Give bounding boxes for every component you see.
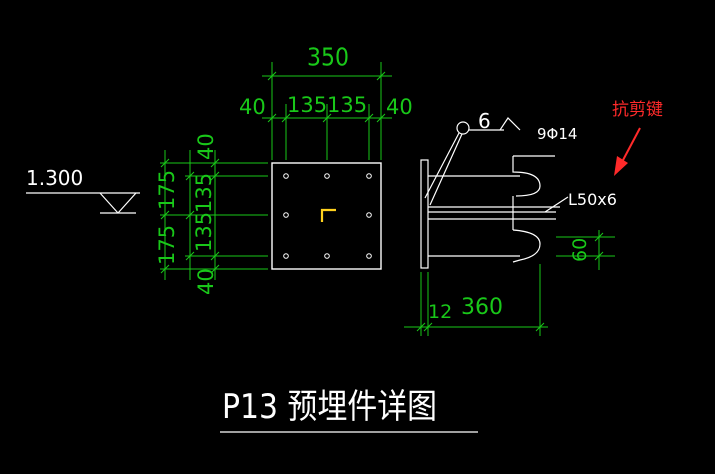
shear-key-plan-mark [320,208,336,222]
elevation-value: 1.300 [26,166,83,190]
dim-175-top: 175 [155,170,179,210]
anchor-hole [283,212,289,218]
plate-section [420,159,429,269]
drawing-title: P13 预埋件详图 [222,387,437,427]
elevation-marker: 1.300 [26,166,140,214]
dim-40-left: 40 [239,95,266,119]
arrow-icon [614,156,628,176]
dim-40-right: 40 [386,95,413,119]
anchor-hole [324,173,330,179]
shear-key-label: 抗剪键 [612,100,663,120]
dim-350: 350 [307,42,349,72]
anchor-hole [366,212,372,218]
plan-top-dimensions [262,62,392,160]
section-view: 6 9Φ14 L50x6 60 12 360 [404,109,617,336]
angle-label: L50x6 [568,190,617,209]
weld-size: 6 [478,109,491,133]
plan-top-dim-text: 350 40 135 135 40 [239,42,413,119]
shear-key-annotation: 抗剪键 [612,100,663,176]
dim-135-top-left: 135 [192,173,216,213]
dim-12: 12 [428,301,452,323]
anchor-hole [324,253,330,259]
anchor-hole [283,173,289,179]
anchor-hole [366,253,372,259]
anchor-holes [283,173,372,259]
dim-175-bottom: 175 [155,225,179,265]
dim-40-bottom-left: 40 [194,268,218,295]
drawing-title-block: P13 预埋件详图 [220,387,478,433]
dim-135-right: 135 [327,93,367,117]
plan-left-dimensions [160,150,268,280]
dim-60: 60 [569,238,591,262]
dim-135-bottom-left: 135 [192,212,216,252]
plan-view: 350 40 135 135 40 [155,42,413,295]
anchor-hole [366,173,372,179]
dim-135-left: 135 [287,93,327,117]
embedded-plate [271,162,382,270]
rebar-label: 9Φ14 [537,125,577,143]
dim-40-top-left: 40 [194,133,218,160]
anchor-hole [283,253,289,259]
plan-left-dim-text: 175 175 40 135 135 40 [155,133,218,295]
dim-360: 360 [461,295,503,320]
